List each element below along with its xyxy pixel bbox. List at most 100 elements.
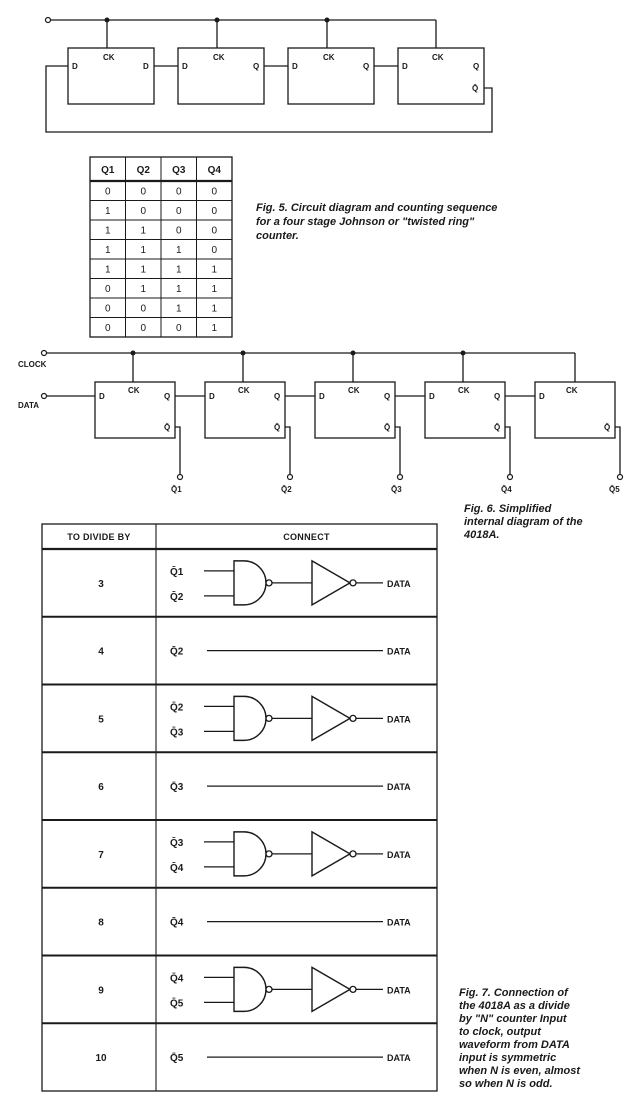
fig5-flipflop-2 <box>177 47 265 105</box>
truth-table-cell: 0 <box>211 245 217 256</box>
fig7-header-divide: TO DIVIDE BY <box>67 532 130 542</box>
fig7-caption-line-7: when N is even, almost <box>459 1065 581 1077</box>
fig7-output-data: DATA <box>387 850 411 860</box>
fig7-input-label: Q̄3 <box>170 837 184 849</box>
nand-gate <box>233 966 267 1013</box>
inverter-bubble <box>349 985 357 994</box>
fig6-ff2-out: Q̄2 <box>281 485 292 494</box>
inverter-gate <box>311 830 352 878</box>
truth-table-cell: 1 <box>176 245 182 256</box>
truth-table-cell: 1 <box>140 284 146 295</box>
truth-table-cell: 0 <box>176 226 182 237</box>
inverter-bubble <box>349 714 357 723</box>
truth-table-cell: 1 <box>176 304 182 315</box>
fig6-ff4-q: Q <box>494 392 500 401</box>
fig6-ff4-qbar: Q̄ <box>494 423 500 432</box>
fig7-input-label: Q̄2 <box>170 645 184 657</box>
fig6-ff4-ck: CK <box>458 386 470 395</box>
fig5-flipflop-1 <box>67 47 155 105</box>
fig7-input-label: Q̄2 <box>170 591 184 603</box>
fig5-ff4-d: D <box>402 62 408 71</box>
fig6-ff3-qbar: Q̄ <box>384 423 390 432</box>
fig6-caption-line-2: internal diagram of the <box>464 516 583 528</box>
truth-table-cell: 1 <box>211 284 217 295</box>
truth-table-cell: 0 <box>211 206 217 217</box>
fig5-caption-line-2: for a four stage Johnson or "twisted rin… <box>256 216 475 228</box>
fig5-ff2-d: D <box>182 62 188 71</box>
nand-gate <box>233 831 267 877</box>
fig7-output-data: DATA <box>387 782 411 792</box>
fig5-ff4-q: Q <box>473 62 479 71</box>
truth-table-cell: 0 <box>211 187 217 198</box>
fig6-flipflop-1 <box>94 381 176 439</box>
fig7-caption-line-2: the 4018A as a divide <box>459 1000 570 1012</box>
truth-table-cell: 0 <box>176 206 182 217</box>
fig7-input-label: Q̄5 <box>170 997 184 1009</box>
fig6-ff2-qbar: Q̄ <box>274 423 280 432</box>
fig6-ff5-ck: CK <box>566 386 578 395</box>
fig7-caption-line-5: waveform from DATA <box>459 1039 570 1051</box>
nand-gate <box>233 695 267 742</box>
fig7-output-data: DATA <box>387 714 411 724</box>
fig7-divide-value: 4 <box>98 647 104 658</box>
fig5-ff1-d: D <box>72 62 78 71</box>
fig7-row: 4 DATA Q̄2 <box>98 645 411 657</box>
fig6-ff4-out: Q̄4 <box>501 485 512 494</box>
nand-bubble <box>265 850 273 858</box>
fig6-ff2-q: Q <box>274 392 280 401</box>
fig7-output-data: DATA <box>387 647 411 657</box>
inverter-gate <box>311 966 352 1013</box>
fig6-ff4-d: D <box>429 392 435 401</box>
fig7-input-label: Q̄4 <box>170 916 184 928</box>
fig6-ff1-q: Q <box>164 392 170 401</box>
fig6-ff1-d: D <box>99 392 105 401</box>
fig5-ff1-q: D <box>143 62 149 71</box>
fig6-ff3-q: Q <box>384 392 390 401</box>
fig6-flipflop-3 <box>314 381 396 439</box>
truth-table-cell: 1 <box>105 245 111 256</box>
fig7-input-label: Q̄3 <box>170 781 184 793</box>
fig6-ff5-qbar: Q̄ <box>604 423 610 432</box>
fig6-ff2-d: D <box>209 392 215 401</box>
fig6-caption: Fig. 6. Simplified internal diagram of t… <box>463 503 583 541</box>
inverter-gate <box>311 695 352 742</box>
nand-gate <box>233 560 267 606</box>
nand-bubble <box>265 714 273 723</box>
fig6-flipflop-2 <box>204 381 286 439</box>
fig7-output-data: DATA <box>387 918 411 928</box>
truth-table-header: Q2 <box>137 165 151 176</box>
fig7-output-data: DATA <box>387 1053 411 1063</box>
fig7-divide-value: 9 <box>98 985 104 996</box>
truth-table-cell: 1 <box>105 226 111 237</box>
fig6-caption-line-1: Fig. 6. Simplified <box>464 503 552 515</box>
fig5-ff1-ck: CK <box>103 53 115 62</box>
truth-table-cell: 0 <box>105 187 111 198</box>
fig5-circuit: CK D D CK D Q CK D Q CK D Q Q̄ <box>44 16 493 133</box>
fig5-caption-line-1: Fig. 5. Circuit diagram and counting seq… <box>256 202 497 214</box>
fig6-ff1-ck: CK <box>128 386 140 395</box>
fig7-input-label: Q̄3 <box>170 726 184 738</box>
fig5-flipflop-4 <box>397 47 485 105</box>
truth-table-cell: 0 <box>105 284 111 295</box>
fig7-input-label: Q̄2 <box>170 701 184 713</box>
truth-table-cell: 0 <box>176 323 182 334</box>
inverter-gate <box>311 559 352 607</box>
truth-table-cell: 1 <box>211 304 217 315</box>
truth-table-cell: 1 <box>105 206 111 217</box>
fig7-caption-line-4: to clock, output <box>459 1026 542 1038</box>
fig6-flipflop-5 <box>534 381 616 439</box>
fig6-flipflop-4 <box>424 381 506 439</box>
fig7-divide-value: 10 <box>95 1053 107 1064</box>
fig7-row: 5 DATA Q̄2Q̄3 <box>98 695 411 742</box>
fig7-divide-value: 7 <box>98 850 104 861</box>
fig7-divide-value: 8 <box>98 918 104 929</box>
fig7-divide-value: 5 <box>98 714 104 725</box>
fig5-flipflop-3 <box>287 47 375 105</box>
truth-table-cell: 1 <box>176 265 182 276</box>
nand-bubble <box>265 985 273 994</box>
